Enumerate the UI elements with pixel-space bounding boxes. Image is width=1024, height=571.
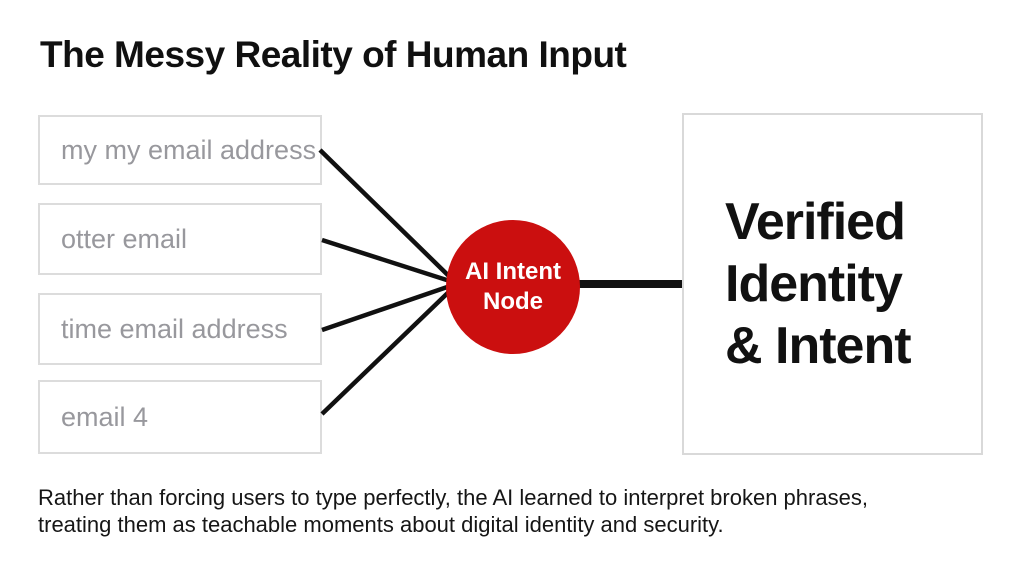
result-line-2: Identity [725,255,903,313]
result-line-1: Verified [725,193,906,251]
page-title: The Messy Reality of Human Input [40,34,627,75]
connector-line [318,148,458,285]
verified-identity-label: Verified Identity & Intent [684,191,912,377]
input-box-3-text: time email address [61,313,288,344]
ai-intent-node: AI Intent Node [446,220,580,354]
connector-line [320,283,458,416]
verified-identity-panel: Verified Identity & Intent [682,113,983,455]
caption: Rather than forcing users to type perfec… [38,484,868,538]
result-line-3: & Intent [725,317,912,375]
input-box-3: time email address [38,293,322,365]
caption-line-1: Rather than forcing users to type perfec… [38,485,868,510]
input-box-4-text: email 4 [61,401,149,432]
ai-intent-node-label: AI Intent Node [465,257,561,317]
input-box-4: email 4 [38,380,322,454]
connector-line [321,281,457,333]
node-label-line2: Node [483,288,543,315]
input-box-2-text: otter email [61,223,188,254]
caption-line-2: treating them as teachable moments about… [38,512,724,537]
node-label-line1: AI Intent [465,258,561,285]
connector-line [321,237,457,286]
input-box-1: my my email address [38,115,322,185]
input-box-2: otter email [38,203,322,275]
input-box-1-text: my my email address [61,134,317,165]
